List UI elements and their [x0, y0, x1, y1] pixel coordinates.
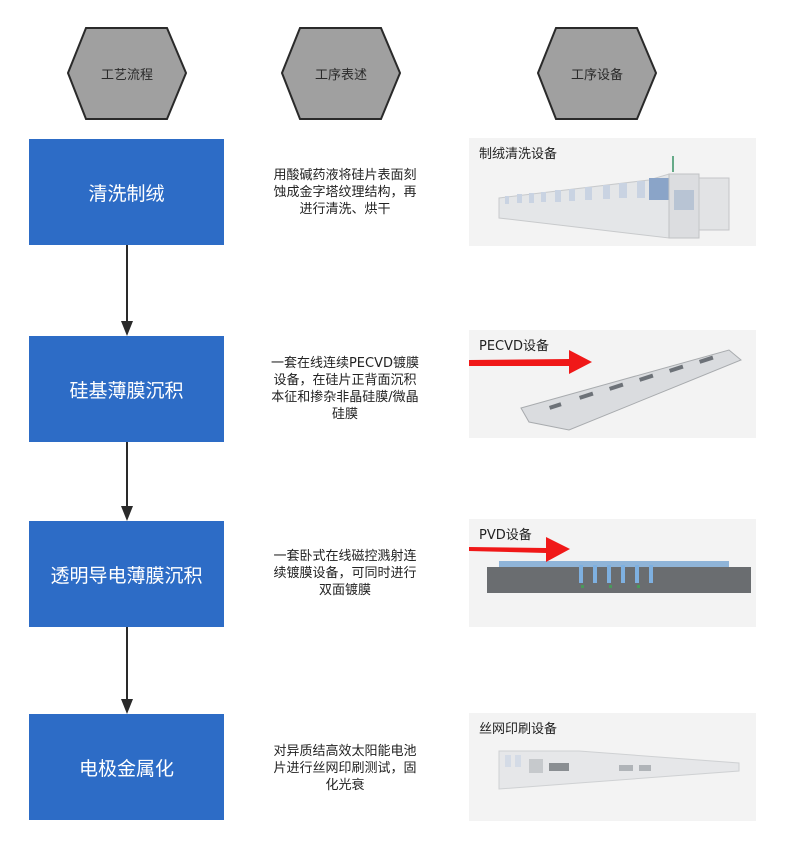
equipment-image-pecvd: PECVD设备: [469, 330, 756, 438]
header-hexagon-step-description: 工序表述: [281, 27, 401, 120]
equipment-image-texturing: 制绒清洗设备: [469, 138, 756, 246]
texturing-machine-illustration: [498, 156, 730, 239]
screen-printing-machine-illustration: [498, 750, 740, 790]
equipment-label: 丝网印刷设备: [479, 722, 558, 737]
description-line: 一套卧式在线磁控溅射连: [273, 549, 417, 564]
red-arrow-icon: [469, 537, 570, 562]
description-line: 双面镀膜: [318, 583, 371, 598]
description-line: 对异质结高效太阳能电池: [273, 744, 417, 759]
header-label: 工序设备: [570, 68, 623, 83]
step-box-cleaning-texturing: 清洗制绒: [29, 139, 224, 245]
hexagon-shape: [281, 27, 401, 120]
step-box-metallization: 电极金属化: [29, 714, 224, 820]
flow-arrow-down-icon: [121, 627, 133, 714]
description-line: 一套在线连续PECVD镀膜: [270, 356, 420, 371]
description-line: 本征和掺杂非晶硅膜/微晶: [271, 390, 419, 405]
description-line: 用酸碱药液将硅片表面刻: [273, 168, 417, 183]
equipment-label: PVD设备: [479, 528, 532, 543]
description-line: 硅膜: [331, 407, 358, 422]
equipment-label: PECVD设备: [479, 339, 550, 354]
flow-arrow-down-icon: [121, 442, 133, 521]
equipment-image-screen-printing: 丝网印刷设备: [469, 713, 756, 821]
pvd-machine-illustration: [469, 537, 751, 593]
equipment-label: 制绒清洗设备: [479, 147, 558, 162]
flow-arrow-down-icon: [121, 245, 133, 336]
step-box-silicon-film-deposition: 硅基薄膜沉积: [29, 336, 224, 442]
description-line: 设备，在硅片正背面沉积: [273, 373, 417, 388]
red-arrow-icon: [469, 350, 592, 374]
pecvd-machine-illustration: [469, 349, 742, 431]
header-hexagon-step-equipment: 工序设备: [537, 27, 657, 120]
description-line: 片进行丝网印刷测试，固: [273, 761, 417, 776]
header-label: 工序表述: [314, 68, 367, 83]
description-line: 蚀成金字塔纹理结构，再: [273, 185, 417, 200]
description-line: 化光衰: [325, 778, 365, 793]
step-box-tco-deposition: 透明导电薄膜沉积: [29, 521, 224, 627]
hexagon-shape: [537, 27, 657, 120]
description-line: 进行清洗、烘干: [299, 202, 391, 217]
step-description: 一套卧式在线磁控溅射连 续镀膜设备，可同时进行 双面镀膜: [252, 548, 438, 599]
hexagon-shape: [67, 27, 187, 120]
description-line: 续镀膜设备，可同时进行: [273, 566, 417, 581]
header-hexagon-process-flow: 工艺流程: [67, 27, 187, 120]
header-label: 工艺流程: [100, 68, 153, 83]
step-description: 对异质结高效太阳能电池 片进行丝网印刷测试，固 化光衰: [252, 743, 438, 794]
equipment-image-pvd: PVD设备: [469, 519, 756, 627]
step-description: 一套在线连续PECVD镀膜 设备，在硅片正背面沉积 本征和掺杂非晶硅膜/微晶 硅…: [252, 355, 438, 423]
step-description: 用酸碱药液将硅片表面刻 蚀成金字塔纹理结构，再 进行清洗、烘干: [252, 167, 438, 218]
